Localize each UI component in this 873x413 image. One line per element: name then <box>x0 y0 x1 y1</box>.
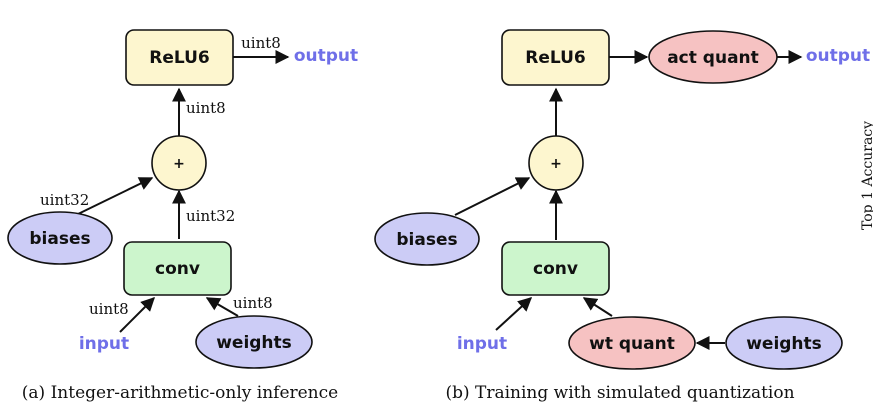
side-axis-label: Top 1 Accuracy <box>860 121 873 230</box>
plus-label: + <box>173 156 185 172</box>
weights-node <box>725 316 843 370</box>
act-quant-label: act quant <box>667 48 759 68</box>
plus-node <box>151 135 207 191</box>
dtype-output: uint8 <box>241 34 281 52</box>
weights-label: weights <box>216 333 292 353</box>
caption-left: (a) Integer-arithmetic-only inference <box>22 383 338 403</box>
weights-label: weights <box>746 334 822 354</box>
edge-input-to-conv <box>495 297 533 331</box>
edge-weights-to-conv <box>205 297 239 317</box>
conv-label: conv <box>155 259 200 279</box>
plus-label: + <box>550 156 562 172</box>
right-diagram: ReLU6 act quant + conv biases wt quant w… <box>374 29 870 403</box>
input-label: input <box>79 334 129 354</box>
act-quant-node <box>648 30 778 84</box>
wt-quant-node <box>568 316 696 370</box>
relu6-label: ReLU6 <box>149 48 209 68</box>
conv-node <box>123 241 232 296</box>
input-label: input <box>457 334 507 354</box>
biases-node <box>374 212 480 266</box>
output-label: output <box>806 46 870 66</box>
conv-label: conv <box>533 259 578 279</box>
biases-node <box>7 211 113 265</box>
relu6-label: ReLU6 <box>525 48 585 68</box>
dtype-input: uint8 <box>89 300 129 318</box>
weights-node <box>195 315 313 369</box>
plus-node <box>528 135 584 191</box>
edge-input-to-conv <box>119 297 155 333</box>
relu6-node <box>501 29 610 86</box>
edge-biases-to-plus <box>75 177 154 216</box>
wt-quant-label: wt quant <box>589 334 675 354</box>
biases-label: biases <box>396 230 457 250</box>
conv-node <box>501 241 610 296</box>
dtype-biases: uint32 <box>40 191 89 209</box>
edge-wtquant-to-conv <box>582 297 613 317</box>
caption-right: (b) Training with simulated quantization <box>445 383 794 403</box>
output-label: output <box>294 46 358 66</box>
dtype-weights: uint8 <box>233 294 273 312</box>
left-diagram: ReLU6 + conv biases weights input output… <box>7 29 358 403</box>
dtype-conv-output: uint32 <box>186 207 235 225</box>
edge-biases-to-plus <box>454 177 531 216</box>
dtype-relu-input: uint8 <box>186 99 226 117</box>
biases-label: biases <box>29 229 90 249</box>
relu6-node <box>125 29 234 86</box>
